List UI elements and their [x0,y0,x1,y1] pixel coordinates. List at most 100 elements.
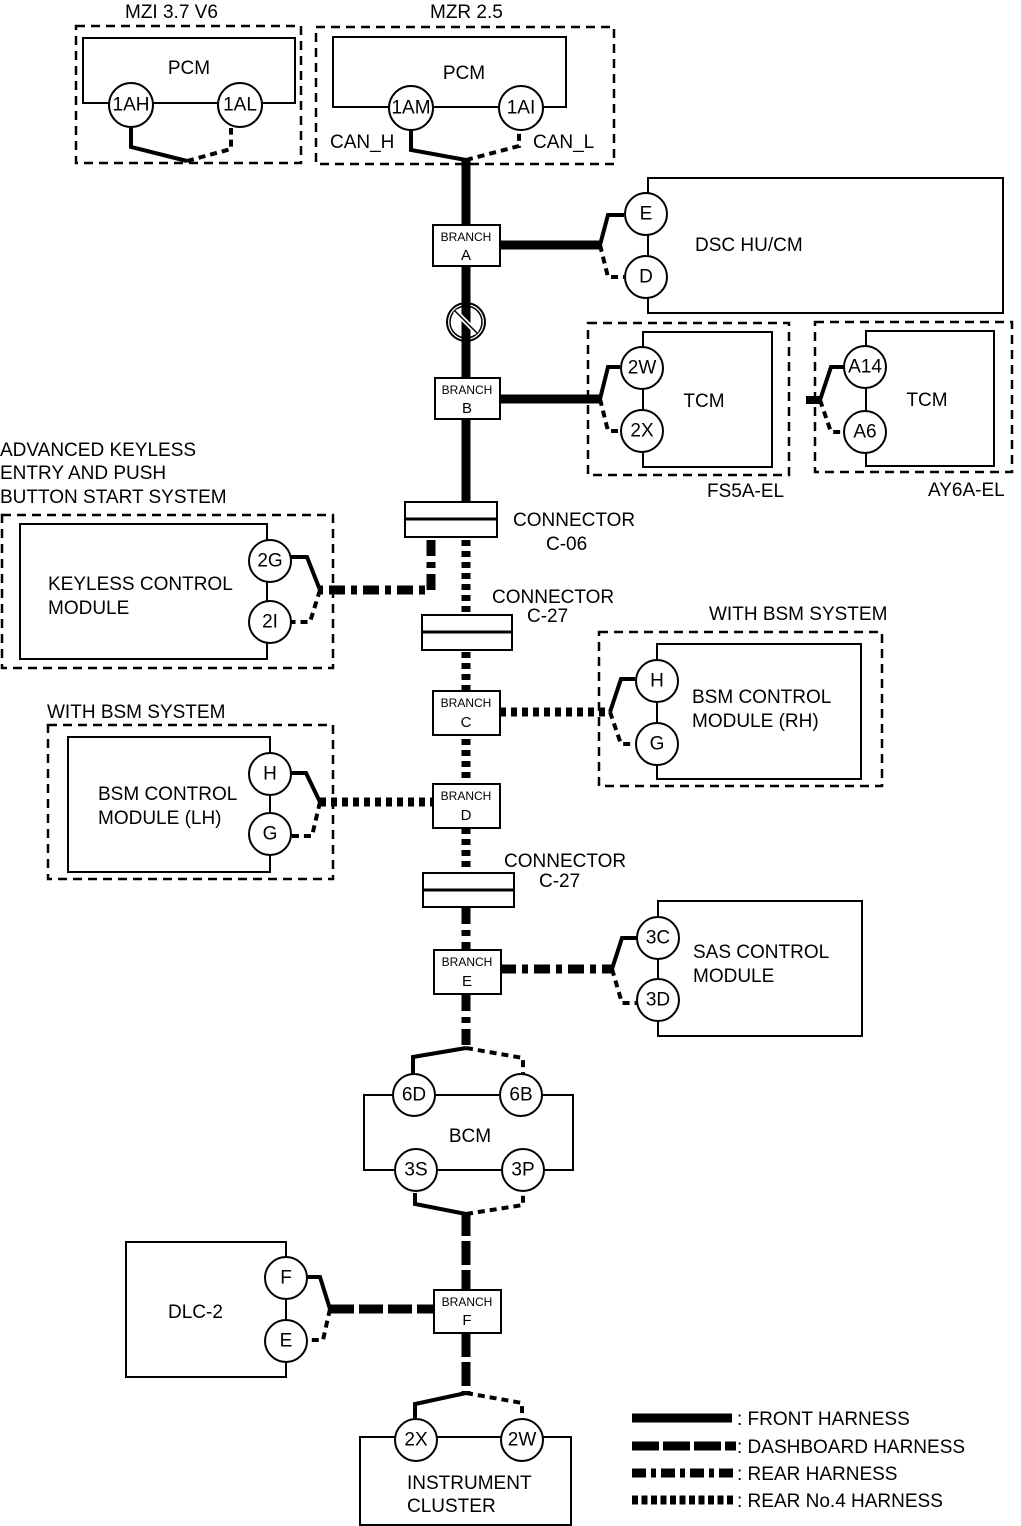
pcm-mzr-can-l-wire [465,130,521,162]
tcm-ay6a-pin-a6: A6 [853,422,876,443]
branch-d-label: BRANCH [441,789,492,803]
pcm-mzi-label: PCM [168,58,210,79]
branch-b [434,377,501,420]
bcm-top-can-l-wire [465,1046,525,1075]
dsc-group: DSC HU/CM E D BRANCH A [432,177,1004,314]
cluster-label-line-1: INSTRUMENT [407,1473,532,1494]
cluster-group: INSTRUMENT CLUSTER 2X 2W [359,1391,572,1526]
bcm-pin-3s: 3S [404,1160,427,1181]
pin-circle [636,916,680,960]
bsm-rh-pin-g: G [650,734,665,755]
tcm-ay6a-can-h-wire [818,365,845,401]
pin-circle [217,82,263,128]
bsm-rh-system-label: WITH BSM SYSTEM [709,604,887,625]
bsm-rh-module [656,643,862,780]
pcm-mzi-pin-1ah: 1AH [113,95,150,116]
pin-circle [392,1073,436,1117]
legend-rear-harness-label: : REAR HARNESS [737,1464,897,1485]
bcm-pin-6b: 6B [509,1085,532,1106]
keyless-can-l-wire [290,589,322,624]
keyless-module-label-line-1: KEYLESS CONTROL [48,574,233,595]
dlc-can-l-wire [307,1308,332,1342]
keyless-system-label-line-1: ADVANCED KEYLESS [0,440,196,461]
bcm-bottom-can-h-wire [413,1193,467,1216]
dsc-can-l-wire [598,244,624,279]
tcm-fs5a-optional-frame [586,321,791,477]
pcm-mzi-optional-frame [74,24,303,165]
pcm-mzi-pin-1al: 1AL [223,95,257,116]
connector-c06-id: C-06 [546,534,587,555]
pin-circle [620,346,664,390]
dlc-pin-f: F [280,1268,292,1289]
bsm-lh-can-h-wire [290,771,322,803]
branch-a-id: A [461,247,471,264]
pcm-mzr-variant-label: MZR 2.5 [430,2,503,23]
keyless-system-label-line-2: ENTRY AND PUSH [0,463,166,484]
tcm-fs5a-variant-label: FS5A-EL [707,481,784,502]
tcm-fs5a-can-h-wire [598,365,620,400]
branch-d [432,783,501,829]
pcm-mzr-group: MZR 2.5 PCM CAN_H CAN_L 1AM 1AI [314,2,616,166]
pin-circle [501,1148,545,1192]
dlc-label: DLC-2 [168,1302,223,1323]
pin-circle [264,1256,308,1300]
connector-c06: CONNECTOR C-06 [404,501,635,555]
tcm-ay6a-optional-frame [813,320,1014,474]
keyless-system-label-line-3: BUTTON START SYSTEM [0,487,227,508]
connector-c27-1-label: CONNECTOR [492,587,614,608]
branch-a-label: BRANCH [441,230,492,244]
branch-b-label: BRANCH [442,383,493,397]
bcm-pin-3p: 3P [511,1160,534,1181]
pcm-mzi-group: MZI 3.7 V6 PCM 1AH 1AL [74,2,303,165]
cluster-label-line-2: CLUSTER [407,1496,496,1517]
pin-circle [500,1418,544,1462]
keyless-group: ADVANCED KEYLESS ENTRY AND PUSH BUTTON S… [0,440,436,670]
no-connection-icon [446,302,486,342]
pcm-mzr-pin-1am: 1AM [391,98,430,119]
connector-c27-1-id: C-27 [527,606,568,627]
tcm-ay6a-pin-a14: A14 [848,357,882,378]
can-h-label: CAN_H [330,132,394,153]
bsm-lh-system-label: WITH BSM SYSTEM [47,702,225,723]
dsc-pin-e: E [640,204,653,225]
tcm-fs5a-label: TCM [683,391,724,412]
dsc-pin-d: D [639,267,653,288]
bsm-lh-pin-g: G [263,824,278,845]
bcm-top-can-h-wire [411,1046,467,1075]
dlc-pin-e: E [280,1331,293,1352]
tcm-fs5a-pin-2w: 2W [628,358,657,379]
pin-circle [394,1148,438,1192]
pcm-mzr-pin-1ai: 1AI [507,98,536,119]
branch-d-id: D [461,807,472,824]
pin-circle [624,192,668,236]
bsm-rh-can-l-wire [608,711,635,746]
connector-c06-label: CONNECTOR [513,510,635,531]
pin-circle [248,539,292,583]
keyless-pin-2i: 2I [262,612,278,633]
can-l-label: CAN_L [533,132,594,153]
bsm-rh-group: WITH BSM SYSTEM BSM CONTROL MODULE (RH) … [432,604,887,788]
sas-module-label-line-2: MODULE [693,966,774,987]
cluster-can-l-wire [465,1391,524,1418]
pin-circle [635,659,679,703]
legend: : FRONT HARNESS : DASHBOARD HARNESS : RE… [632,1409,965,1512]
branch-a [432,224,501,267]
cluster-pin-2w: 2W [508,1430,537,1451]
bsm-lh-module [67,736,271,873]
pin-circle [388,85,434,131]
branch-f-id: F [462,1312,471,1329]
connector-c27-2: CONNECTOR C-27 [422,851,626,908]
dsc-label: DSC HU/CM [695,235,803,256]
sas-can-h-wire [610,936,637,970]
dlc-group: DLC-2 F E BRANCH F [125,1241,502,1378]
bsm-lh-group: WITH BSM SYSTEM BSM CONTROL MODULE (LH) … [46,702,501,881]
bcm-pin-6d: 6D [402,1085,426,1106]
tcm-group: TCM 2W 2X FS5A-EL TCM A14 A6 AY6A-EL BRA… [434,320,1014,502]
bsm-lh-module-label-line-1: BSM CONTROL [98,784,237,805]
dsc-can-h-wire [598,213,624,246]
pin-circle [635,722,679,766]
cluster-pin-2x: 2X [404,1430,428,1451]
pcm-mzr-label: PCM [443,63,485,84]
bsm-lh-can-l-wire [290,801,322,838]
